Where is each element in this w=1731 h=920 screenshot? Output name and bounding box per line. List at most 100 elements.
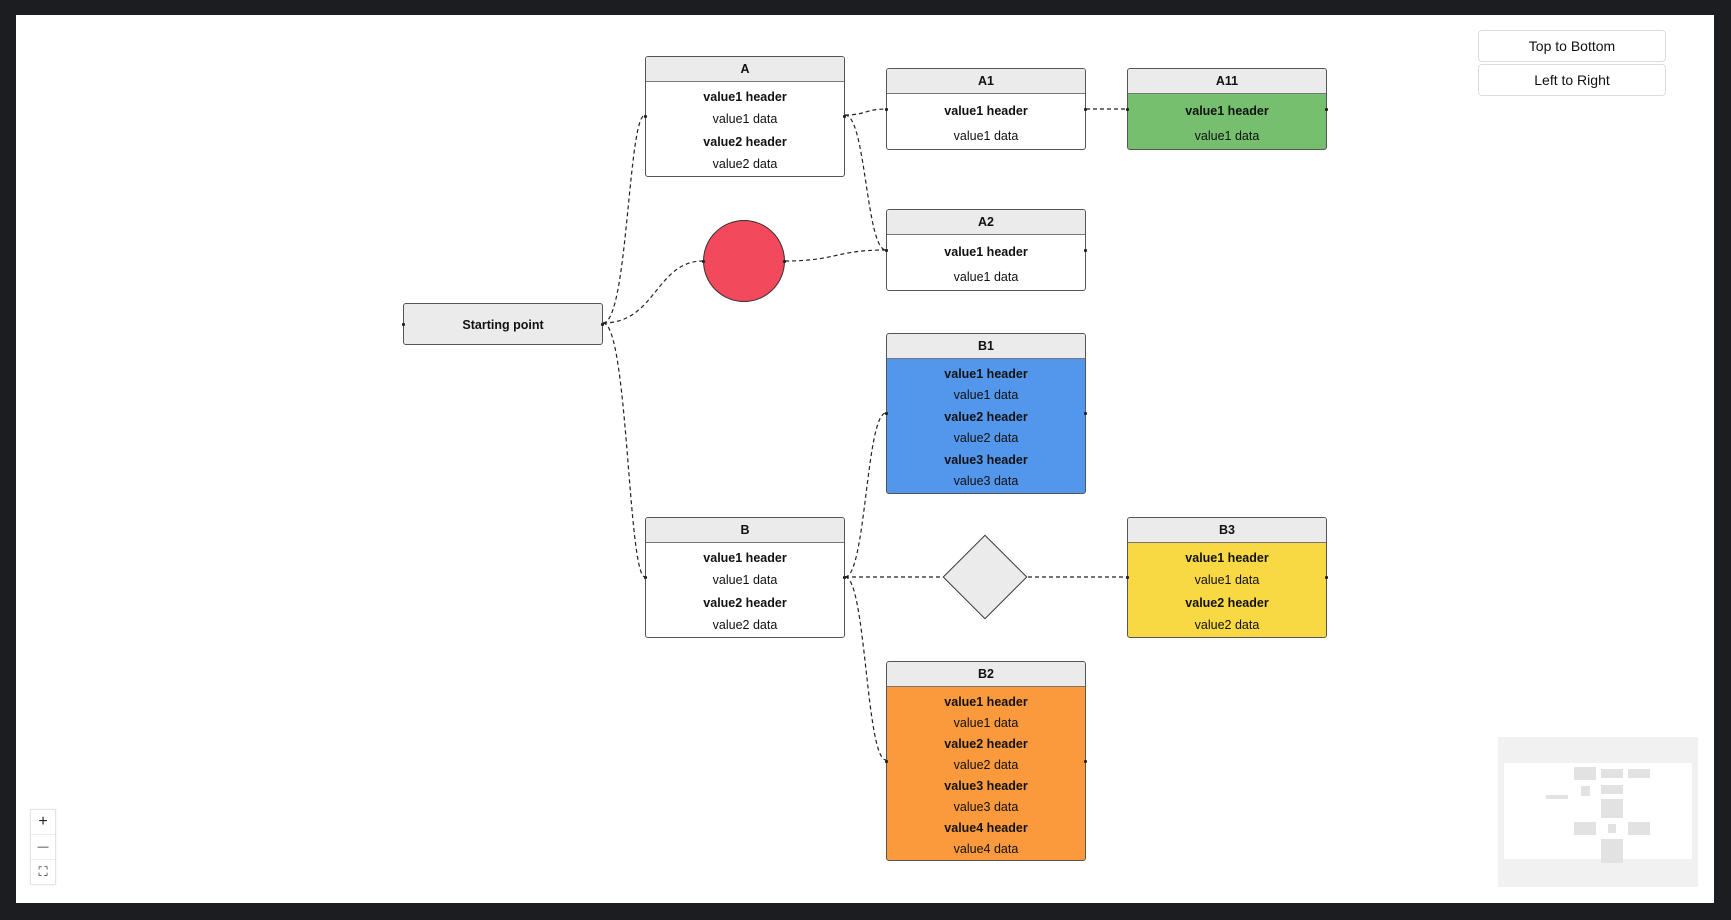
node-title: A bbox=[646, 57, 844, 82]
minimap-node bbox=[1574, 767, 1596, 780]
node-a1[interactable]: A1 value1 header value1 data bbox=[885, 68, 1087, 150]
minimap-node bbox=[1601, 785, 1623, 794]
row-data: value1 data bbox=[1194, 573, 1260, 588]
row-data: value1 data bbox=[1194, 128, 1260, 143]
row-header: value2 header bbox=[944, 409, 1028, 424]
circle-node[interactable] bbox=[702, 220, 786, 302]
source-handle[interactable] bbox=[1325, 107, 1328, 111]
node-title: A11 bbox=[1128, 69, 1326, 94]
row-header: value3 header bbox=[944, 452, 1028, 467]
row-header: value2 header bbox=[1185, 595, 1269, 610]
node-b1[interactable]: B1 value1 header value1 data value2 head… bbox=[885, 333, 1087, 494]
flow-canvas[interactable]: Starting point A value1 header value1 da… bbox=[16, 15, 1714, 903]
target-handle[interactable] bbox=[702, 259, 705, 263]
row-header: value3 header bbox=[944, 778, 1028, 793]
node-title: B1 bbox=[887, 334, 1085, 359]
target-handle[interactable] bbox=[402, 322, 405, 326]
node-b2[interactable]: B2 value1 header value1 data value2 head… bbox=[885, 661, 1087, 861]
row-data: value1 data bbox=[953, 388, 1019, 403]
left-to-right-button[interactable]: Left to Right bbox=[1478, 64, 1666, 96]
target-handle[interactable] bbox=[885, 759, 888, 763]
source-handle[interactable] bbox=[843, 576, 846, 579]
row-data: value1 data bbox=[712, 573, 778, 588]
row-header: value1 header bbox=[1185, 551, 1269, 566]
source-handle[interactable] bbox=[843, 115, 846, 118]
minimap-viewport bbox=[1504, 763, 1692, 859]
row-header: value2 header bbox=[703, 595, 787, 610]
row-data: value2 data bbox=[953, 431, 1019, 446]
node-title: A2 bbox=[887, 210, 1085, 235]
edge-layer bbox=[602, 108, 1127, 761]
minimap-node bbox=[1574, 822, 1596, 835]
node-title: A1 bbox=[887, 69, 1085, 94]
row-data: value1 data bbox=[953, 128, 1019, 143]
node-title: B3 bbox=[1128, 518, 1326, 543]
row-data: value1 data bbox=[712, 112, 778, 127]
zoom-out-button[interactable]: — bbox=[31, 835, 55, 860]
node-label: Starting point bbox=[462, 318, 544, 332]
edge-start-circle bbox=[602, 260, 704, 324]
zoom-controls: + — ⛶ bbox=[30, 809, 56, 885]
row-data: value2 data bbox=[953, 757, 1019, 772]
edge-start-a bbox=[602, 114, 646, 324]
row-header: value2 header bbox=[703, 134, 787, 149]
edge-a-a1 bbox=[844, 108, 887, 116]
node-a11[interactable]: A11 value1 header value1 data bbox=[1126, 68, 1328, 150]
row-data: value1 data bbox=[953, 269, 1019, 284]
edge-start-b bbox=[602, 322, 646, 578]
minimap-node bbox=[1601, 769, 1623, 778]
row-header: value4 header bbox=[944, 820, 1028, 835]
minimap-node bbox=[1546, 795, 1568, 799]
fit-view-button[interactable]: ⛶ bbox=[38, 864, 48, 879]
edge-circle-a2 bbox=[784, 249, 887, 262]
row-header: value1 header bbox=[944, 366, 1028, 381]
target-handle[interactable] bbox=[885, 248, 888, 252]
row-header: value2 header bbox=[944, 736, 1028, 751]
edge-a-a2 bbox=[844, 114, 887, 251]
node-title: B2 bbox=[887, 662, 1085, 687]
target-handle[interactable] bbox=[1126, 576, 1129, 579]
node-b3[interactable]: B3 value1 header value1 data value2 head… bbox=[1126, 517, 1328, 638]
source-handle[interactable] bbox=[783, 259, 786, 263]
node-a2[interactable]: A2 value1 header value1 data bbox=[885, 209, 1087, 291]
source-handle[interactable] bbox=[601, 322, 604, 326]
minimap-node bbox=[1608, 824, 1616, 833]
node-starting-point[interactable]: Starting point bbox=[402, 303, 604, 345]
target-handle[interactable] bbox=[885, 107, 888, 111]
target-handle[interactable] bbox=[644, 115, 647, 118]
minimap-node bbox=[1628, 822, 1650, 835]
target-handle[interactable] bbox=[885, 412, 888, 415]
zoom-in-button[interactable]: + bbox=[31, 810, 55, 835]
minimap[interactable] bbox=[1498, 737, 1698, 887]
minimap-node bbox=[1581, 786, 1590, 796]
edge-b-b1 bbox=[844, 412, 887, 578]
row-data: value4 data bbox=[953, 841, 1019, 856]
row-header: value1 header bbox=[944, 694, 1028, 709]
row-data: value2 data bbox=[1194, 617, 1260, 632]
row-data: value3 data bbox=[953, 474, 1019, 489]
source-handle[interactable] bbox=[1084, 107, 1087, 111]
row-header: value1 header bbox=[1185, 103, 1269, 118]
minimap-node bbox=[1628, 769, 1650, 778]
edge-b-b2 bbox=[844, 576, 887, 761]
node-b[interactable]: B value1 header value1 data value2 heade… bbox=[644, 517, 846, 638]
node-title: B bbox=[646, 518, 844, 543]
source-handle[interactable] bbox=[1084, 248, 1087, 252]
row-header: value1 header bbox=[703, 90, 787, 105]
minimap-node bbox=[1601, 839, 1623, 863]
source-handle[interactable] bbox=[1084, 759, 1087, 763]
row-data: value1 data bbox=[953, 715, 1019, 730]
node-a[interactable]: A value1 header value1 data value2 heade… bbox=[644, 56, 846, 177]
row-header: value1 header bbox=[703, 551, 787, 566]
top-to-bottom-button[interactable]: Top to Bottom bbox=[1478, 30, 1666, 62]
row-header: value1 header bbox=[944, 244, 1028, 259]
target-handle[interactable] bbox=[644, 576, 647, 579]
row-data: value2 data bbox=[712, 156, 778, 171]
row-header: value1 header bbox=[944, 103, 1028, 118]
source-handle[interactable] bbox=[1325, 576, 1328, 579]
source-handle[interactable] bbox=[1084, 412, 1087, 415]
minimap-node bbox=[1601, 799, 1623, 818]
target-handle[interactable] bbox=[1126, 107, 1129, 111]
row-data: value2 data bbox=[712, 617, 778, 632]
row-data: value3 data bbox=[953, 799, 1019, 814]
